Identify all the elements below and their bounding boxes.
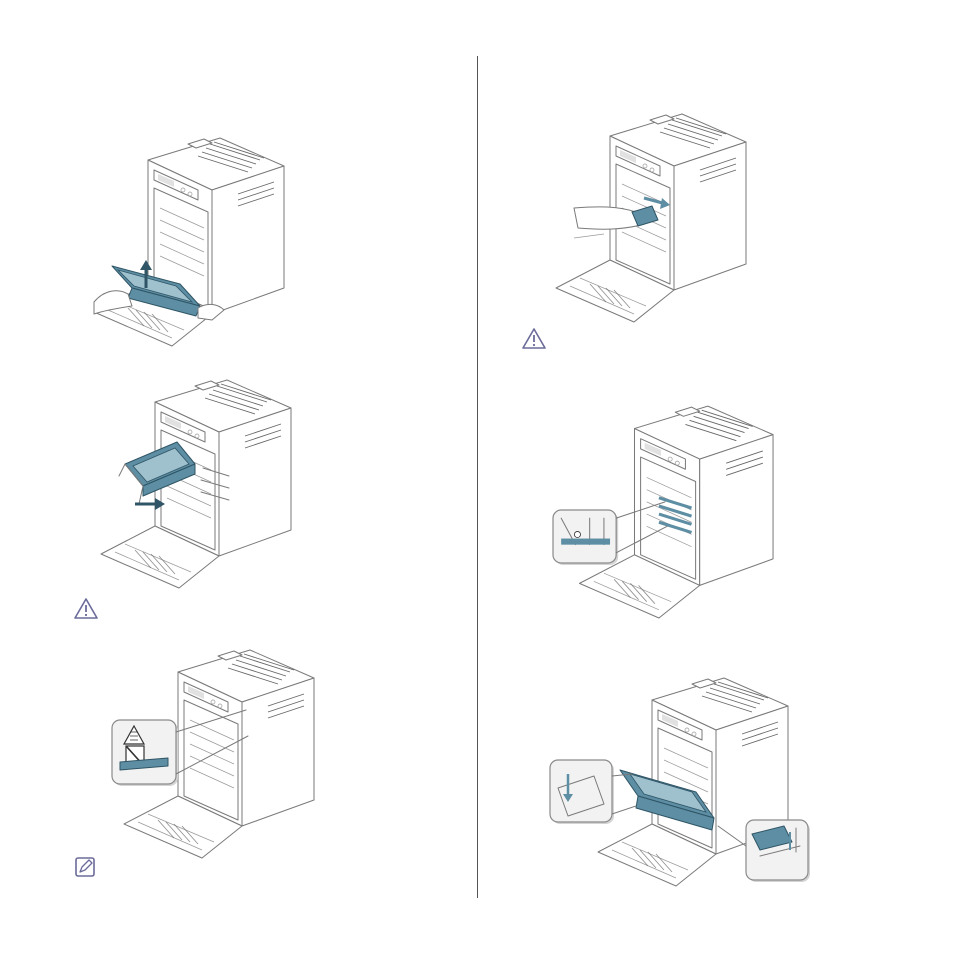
figure-remove-transfer-belt xyxy=(88,138,292,352)
column-divider xyxy=(477,56,478,898)
figure-imaging-unit-slots xyxy=(550,400,774,618)
figure-reinsert-imaging-unit xyxy=(546,676,814,886)
figure-clean-inside-printer xyxy=(540,112,752,326)
caution-icon-left xyxy=(74,598,98,620)
caution-icon-right xyxy=(522,328,546,350)
figure-insert-transfer-belt xyxy=(92,380,302,594)
figure-transfer-belt-warning-label xyxy=(104,640,316,854)
note-icon xyxy=(74,856,98,878)
